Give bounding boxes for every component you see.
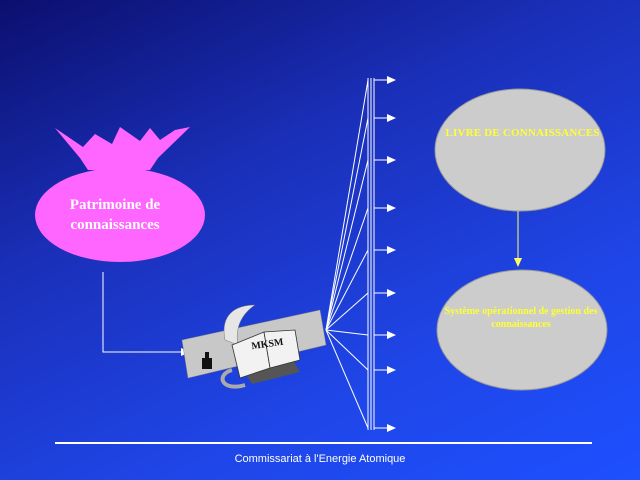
- lever-curve: [223, 304, 256, 346]
- ink-bottle-neck: [205, 352, 209, 358]
- outgoing-arrow: [374, 204, 396, 212]
- outgoing-arrows: [374, 76, 396, 432]
- outgoing-arrow: [374, 289, 396, 297]
- fan-line: [325, 329, 369, 429]
- fan-line: [325, 207, 369, 331]
- outgoing-arrow: [374, 424, 396, 432]
- outgoing-arrow: [374, 76, 396, 84]
- distribution-bar: [367, 78, 375, 430]
- outgoing-arrow: [374, 114, 396, 122]
- outgoing-arrow: [374, 366, 396, 374]
- patrimoine-label: Patrimoine de connaissances: [69, 197, 161, 233]
- systeme-ellipse: [436, 269, 608, 391]
- outgoing-arrow: [374, 246, 396, 254]
- ink-bottle: [202, 358, 212, 369]
- bag-to-symbol-line: [102, 272, 182, 353]
- mksm-book-symbol: [181, 304, 327, 389]
- footer-text: Commissariat à l'Energie Atomique: [234, 453, 406, 465]
- fan-line: [325, 117, 369, 331]
- outgoing-arrow: [374, 331, 396, 339]
- livre-label: LIVRE DE CONNAISSANCES: [445, 127, 600, 139]
- bag-body: [35, 168, 205, 262]
- bag-top-flap: [55, 127, 190, 170]
- outgoing-arrow: [374, 156, 396, 164]
- distribution-fan: [325, 79, 369, 429]
- livre-ellipse: [434, 88, 606, 212]
- fan-line: [325, 159, 369, 331]
- fan-line: [325, 292, 369, 331]
- fan-line: [325, 249, 369, 331]
- knowledge-bag: [35, 127, 205, 262]
- fan-line: [325, 79, 369, 331]
- systeme-label: Système opérationnel de gestion des conn…: [444, 306, 598, 330]
- swirl: [220, 368, 246, 389]
- fan-line: [325, 329, 369, 336]
- fan-line: [325, 329, 369, 371]
- book-page-right: [263, 329, 301, 369]
- livre-to-systeme-arrowhead: [514, 258, 522, 267]
